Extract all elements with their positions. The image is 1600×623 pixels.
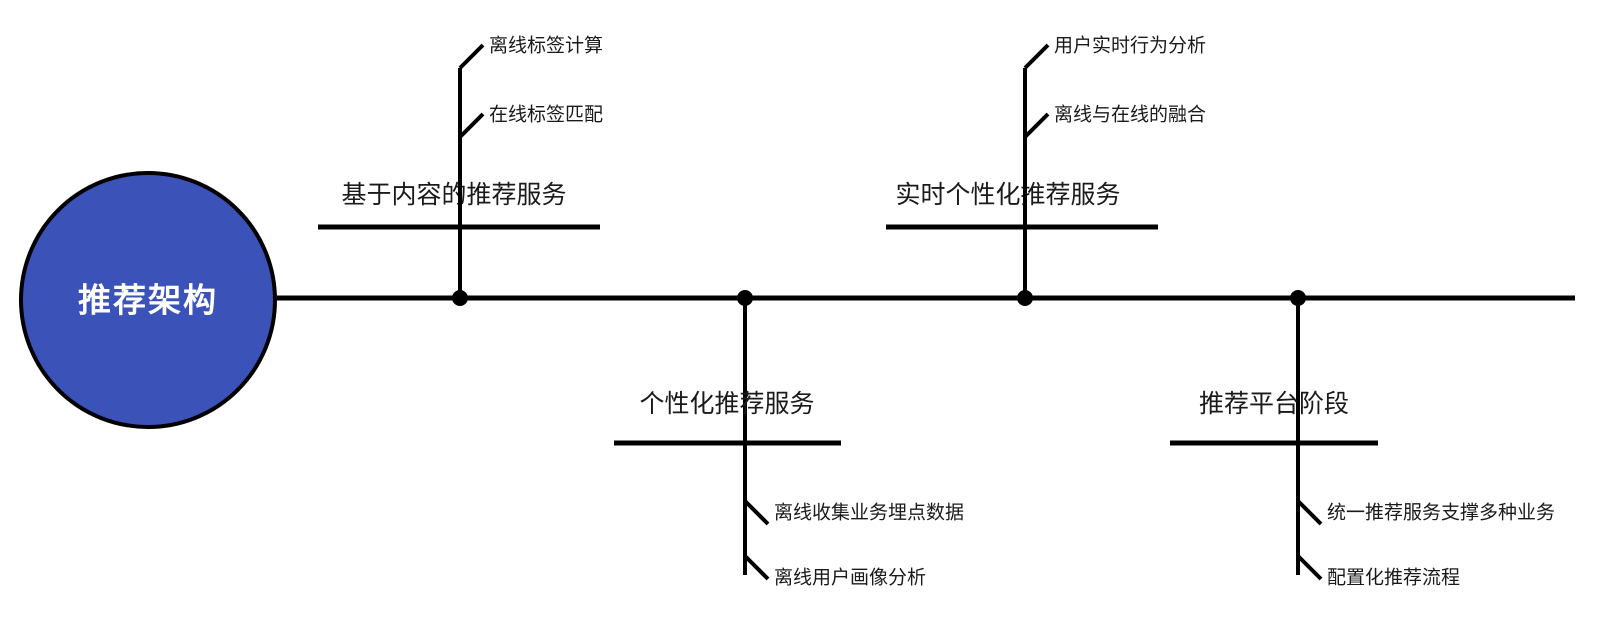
branch-label-1: 基于内容的推荐服务 xyxy=(341,181,566,209)
branch-group-3[interactable]: 实时个性化推荐服务 用户实时行为分析 离线与在线的融合 xyxy=(886,35,1206,307)
sub-label-3-2: 离线与在线的融合 xyxy=(1054,104,1206,126)
branch-label-4: 推荐平台阶段 xyxy=(1199,390,1349,418)
sub-label-1-2: 在线标签匹配 xyxy=(489,104,603,126)
branch-group-1[interactable]: 基于内容的推荐服务 离线标签计算 在线标签匹配 xyxy=(318,35,603,307)
root-circle xyxy=(19,171,277,429)
sub-twig-4-2 xyxy=(1296,554,1323,581)
sub-label-2-2: 离线用户画像分析 xyxy=(774,567,926,589)
sub-twig-1-2 xyxy=(458,112,485,139)
branch-group-4[interactable]: 推荐平台阶段 统一推荐服务支撑多种业务 配置化推荐流程 xyxy=(1170,290,1555,589)
sub-twig-3-2 xyxy=(1023,112,1050,139)
sub-label-4-2: 配置化推荐流程 xyxy=(1327,567,1460,589)
sub-label-4-1: 统一推荐服务支撑多种业务 xyxy=(1327,502,1555,524)
sub-label-1-1: 离线标签计算 xyxy=(489,35,603,57)
sub-twig-1-1 xyxy=(458,43,485,70)
branch-label-3: 实时个性化推荐服务 xyxy=(895,181,1120,209)
sub-label-2-1: 离线收集业务埋点数据 xyxy=(774,502,964,524)
branch-label-2: 个性化推荐服务 xyxy=(639,390,814,418)
sub-twig-2-1 xyxy=(743,499,770,526)
sub-twig-2-2 xyxy=(743,554,770,581)
sub-label-3-1: 用户实时行为分析 xyxy=(1054,35,1206,57)
sub-twig-4-1 xyxy=(1296,499,1323,526)
branch-group-2[interactable]: 个性化推荐服务 离线收集业务埋点数据 离线用户画像分析 xyxy=(614,290,964,589)
sub-twig-3-1 xyxy=(1023,43,1050,70)
root-node[interactable]: 推荐架构 xyxy=(19,171,277,429)
root-label: 推荐架构 xyxy=(78,282,218,319)
